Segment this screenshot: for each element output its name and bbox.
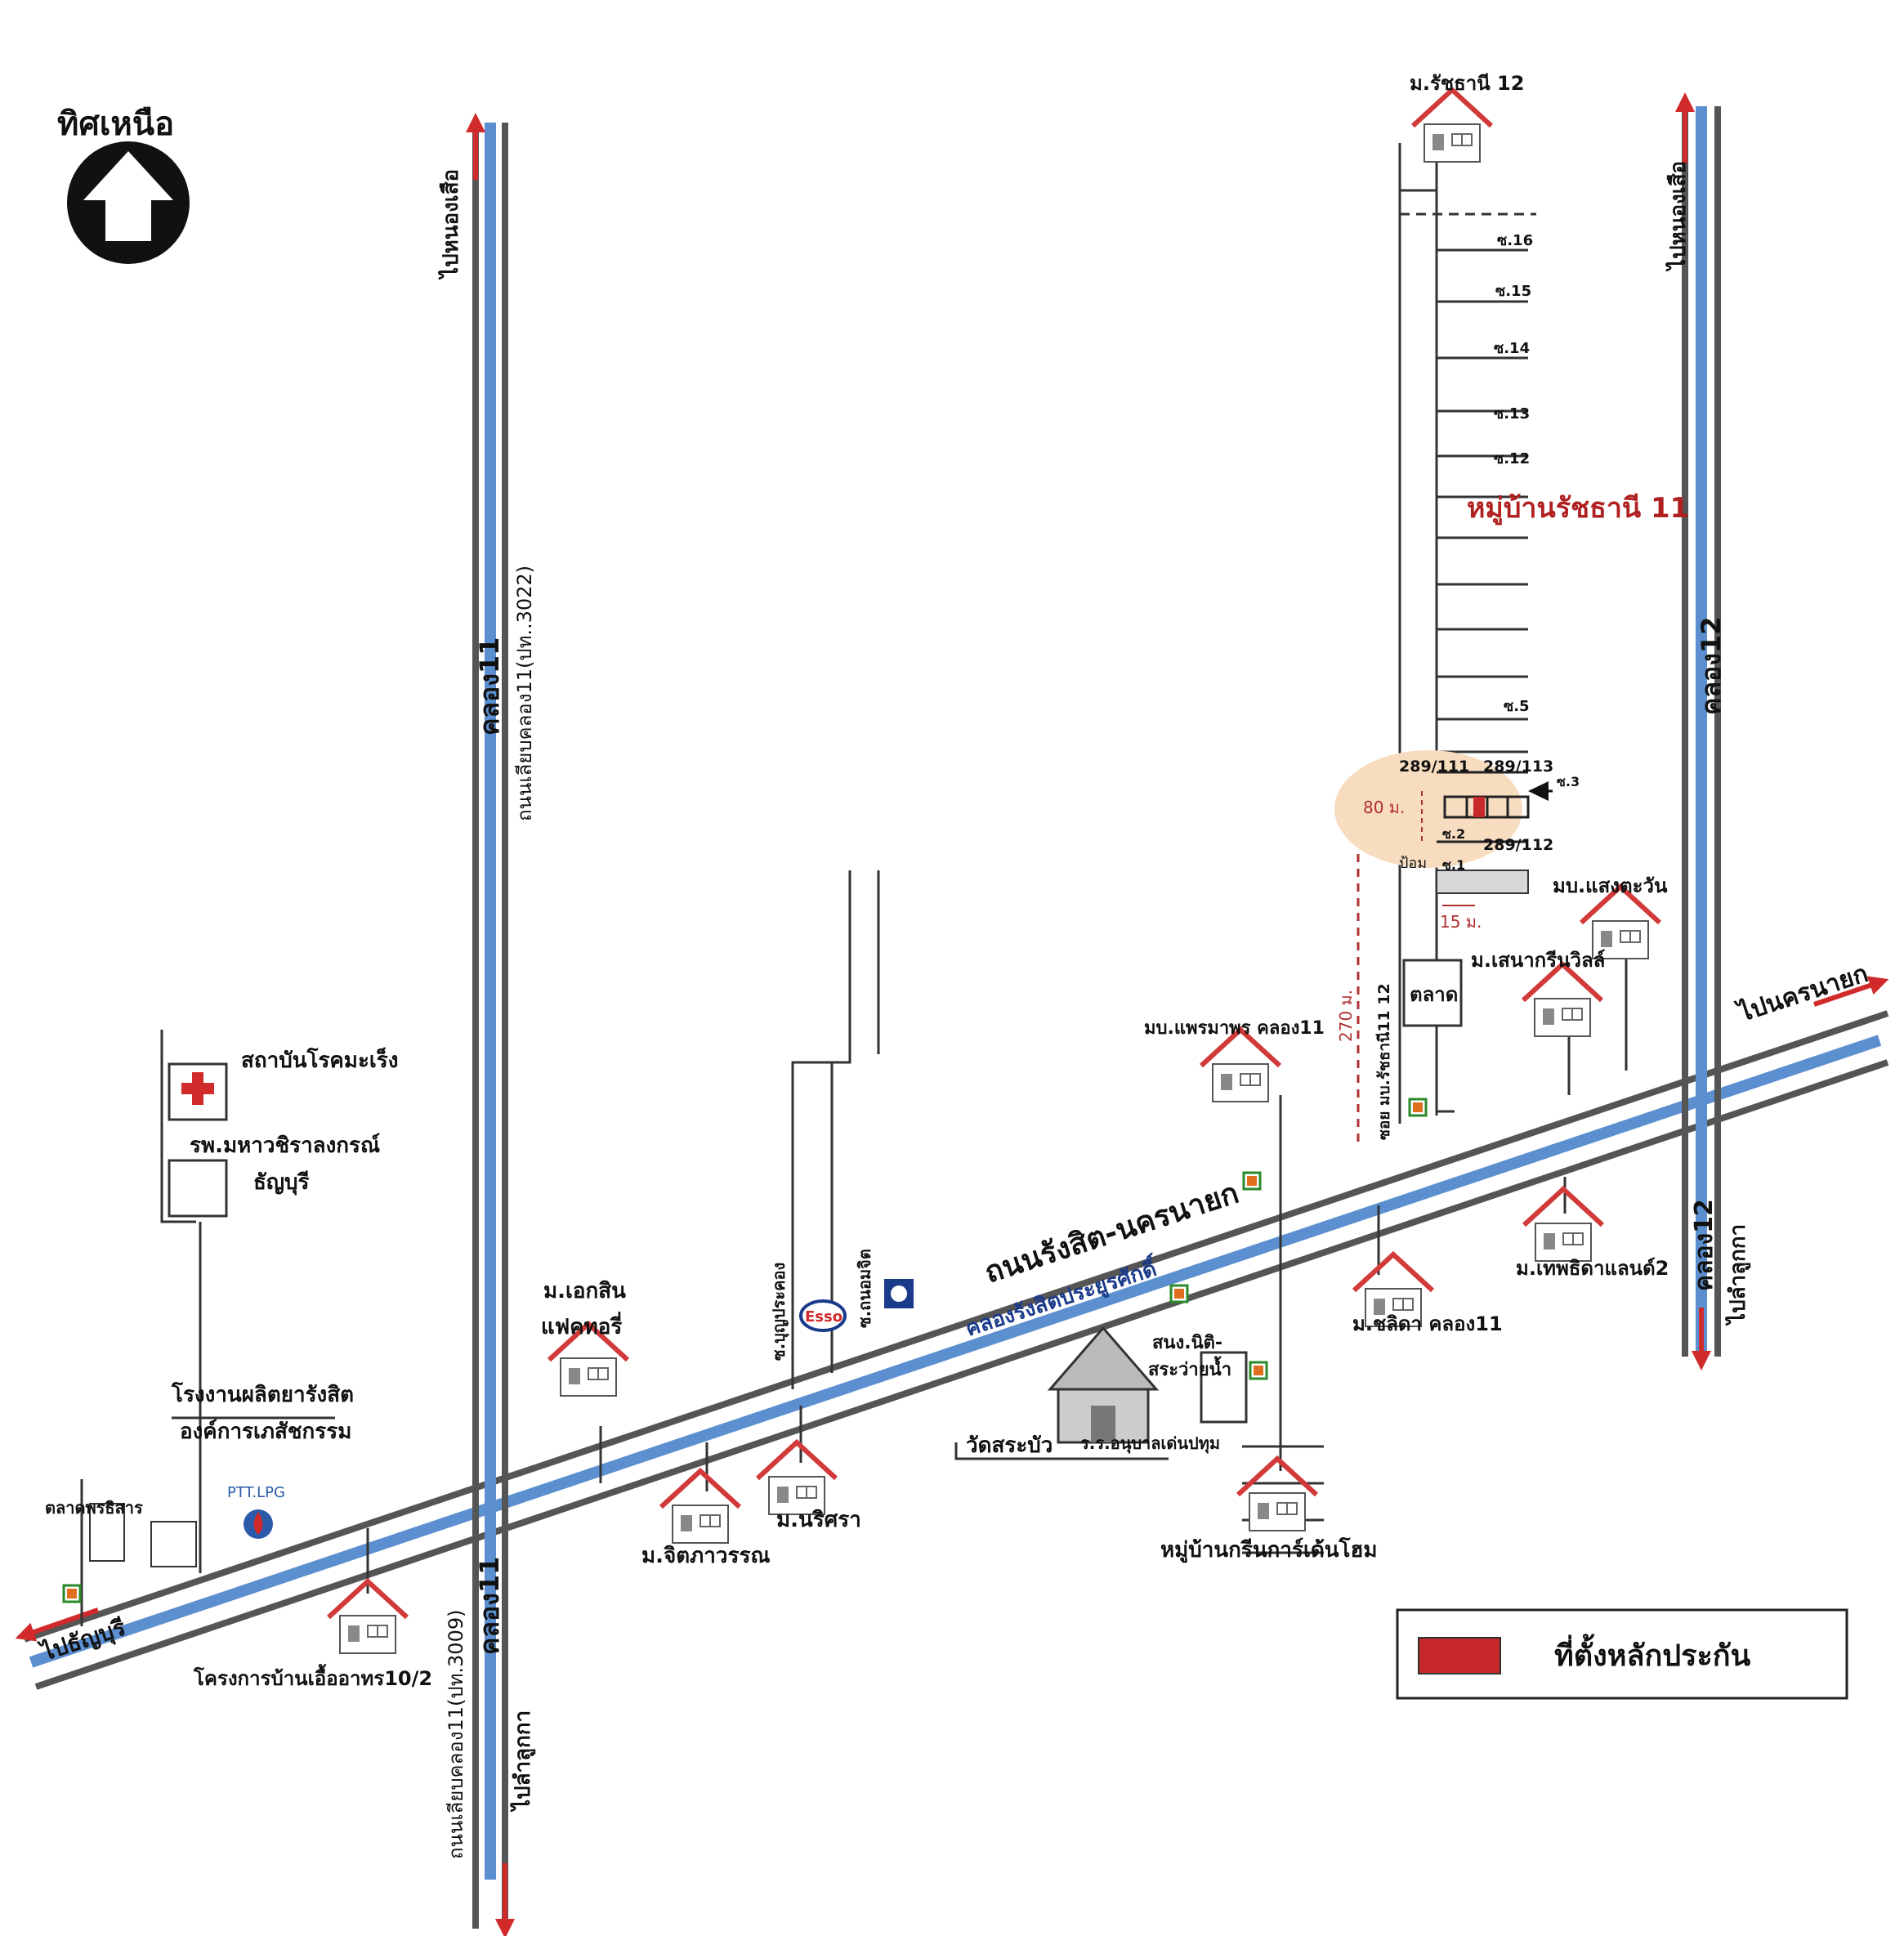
- house-icon: [1523, 964, 1602, 1036]
- store-icon: [1249, 1361, 1268, 1380]
- to-lam-luk-ka-right-label: ไปลำลูกกา: [1724, 1224, 1751, 1326]
- soi-3-label: ซ.3: [1557, 774, 1580, 789]
- ptt-label: PTT.LPG: [227, 1484, 285, 1501]
- wat-label: วัดสระบัว: [966, 1433, 1053, 1458]
- to-nong-suea-right-label: ไปหนองเสือ: [1665, 161, 1691, 272]
- plot-shaded: [1436, 870, 1529, 894]
- klong11-road-south-label: ถนนเลียบคลอง11(ปท.3009): [445, 1610, 467, 1859]
- cancer-institute-label: สถาบันโรคมะเร็ง: [241, 1047, 398, 1073]
- office-building: [1200, 1351, 1248, 1424]
- house-icon: [758, 1442, 836, 1514]
- distance-80m: 80 ม.: [1363, 798, 1405, 817]
- location-highlight: [1334, 750, 1522, 868]
- esso-label: Esso: [805, 1308, 842, 1326]
- plot-289-112: 289/112: [1483, 836, 1553, 854]
- soi-bunprakong-label: ซ.บุญประคอง: [769, 1263, 789, 1361]
- north-label: ทิศเหนือ: [57, 105, 174, 143]
- ua-project-label: โครงการบ้านเอื้ออาทร10/2: [193, 1663, 432, 1690]
- market-building: [1402, 959, 1463, 1027]
- hospital-label-2: ธัญบุรี: [253, 1170, 310, 1196]
- saengtawan-label: มบ.แสงตะวัน: [1553, 874, 1668, 897]
- klong11-road-north-label: ถนนเลียบคลอง11(ปท..3022): [513, 566, 536, 821]
- kindergarten-label: ร.ร.อนุบาลเด่นปทุม: [1080, 1433, 1220, 1454]
- klong11-label-top: คลอง11: [474, 637, 505, 736]
- distance-270m: 270 ม.: [1336, 990, 1356, 1042]
- factory-area: โรงงานผลิตยารังสิต องค์การเภสัชกรรม ตลาด…: [45, 1381, 432, 1690]
- plot-289-111: 289/111: [1399, 758, 1469, 776]
- soi-2-label: ซ.2: [1442, 826, 1465, 842]
- ratchathani-soi: ซ.16 ซ.15 ซ.14 ซ.13 ซ.12 ซ.5 289/111 289…: [1334, 143, 1689, 1148]
- soi-15-label: ซ.15: [1495, 283, 1531, 300]
- house-icon: [661, 1471, 740, 1543]
- thepthida-label: ม.เทพธิดาแลนด์2: [1516, 1257, 1669, 1280]
- green-garden-label: หมู่บ้านกรีนการ์เด้นโฮม: [1160, 1536, 1377, 1563]
- plot-289-113: 289/113: [1483, 758, 1553, 776]
- gate-label: ป้อม: [1399, 855, 1427, 872]
- soi-16-label: ซ.16: [1497, 232, 1533, 249]
- jittaphawan-label: ม.จิตภาวรรณ: [641, 1544, 771, 1568]
- ptt-icon: [244, 1509, 273, 1539]
- factory-label-1: โรงงานผลิตยารังสิต: [171, 1381, 354, 1407]
- soi-5-label: ซ.5: [1504, 698, 1530, 715]
- store-icon: [1169, 1284, 1189, 1303]
- store-icon: [1408, 1098, 1428, 1117]
- klong12-canal: [1675, 92, 1721, 1370]
- to-nong-suea-left-label: ไปหนองเสือ: [437, 169, 463, 280]
- market-left-label: ตลาดพรธิสาร: [45, 1498, 143, 1518]
- distance-15m: 15 ม.: [1440, 912, 1482, 932]
- temple-icon: [1047, 1326, 1160, 1444]
- chalida-label: ม.ชลิดา คลอง11: [1352, 1312, 1503, 1335]
- red-cross-icon: [181, 1072, 214, 1105]
- esso-icon: Esso: [799, 1299, 847, 1332]
- legend-swatch: [1418, 1637, 1501, 1674]
- hospital-area: สถาบันโรคมะเร็ง รพ.มหาวชิราลงกรณ์ ธัญบุร…: [168, 1047, 398, 1218]
- hospital-label-1: รพ.มหาวชิราลงกรณ์: [190, 1133, 380, 1158]
- klong11-label-bottom: คลอง11: [474, 1557, 505, 1655]
- store-icon: [1242, 1171, 1262, 1191]
- soi-14-label: ซ.14: [1494, 340, 1530, 357]
- north-arrow-icon: [67, 141, 190, 264]
- north-indicator: ทิศเหนือ: [57, 105, 190, 264]
- house-icon: [1581, 887, 1660, 959]
- klong12-label-bottom: คลอง12: [1690, 1199, 1719, 1291]
- factory-label-2: องค์การเภสัชกรรม: [180, 1419, 351, 1444]
- klong12-label-top: คลอง12: [1696, 617, 1727, 715]
- house-icon: [1238, 1459, 1316, 1531]
- legend-label: ที่ตั้งหลักประกัน: [1554, 1634, 1751, 1673]
- main-road: [15, 976, 1889, 1690]
- water-label-1: สนง.นิติ-: [1152, 1333, 1222, 1353]
- klong11-canal: [466, 113, 515, 1936]
- to-lam-luk-ka-left-label: ไปลำลูกกา: [509, 1710, 536, 1813]
- soi-thanomchit-label: ซ.ถนอมจิต: [855, 1249, 874, 1328]
- ratchathani11-label: หมู่บ้านรัชธานี 11: [1467, 492, 1689, 525]
- soi-13-label: ซ.13: [1494, 405, 1530, 423]
- house-icon: [1524, 1189, 1602, 1261]
- narissara-label: ม.นริศรา: [776, 1508, 861, 1532]
- soi-ratchathani-label: ซอย มบ.รัชธานี11 12: [1375, 983, 1393, 1140]
- store-icon: [62, 1584, 82, 1603]
- sena-label: ม.เสนากรีนวิลล์: [1471, 949, 1605, 972]
- talat-label: ตลาด: [1410, 983, 1458, 1006]
- house-icon: [1201, 1030, 1280, 1102]
- bank-icon: [884, 1279, 914, 1308]
- collateral-plot: [1473, 797, 1485, 817]
- ratchathani12-label: ม.รัชธานี 12: [1410, 72, 1524, 95]
- soi-1-label: ซ.1: [1442, 857, 1465, 873]
- ekasin-label-2: แฟคทอรี่: [541, 1311, 622, 1339]
- water-label-2: สระว่ายน้ำ: [1148, 1356, 1231, 1380]
- soi-12-label: ซ.12: [1494, 450, 1530, 467]
- house-icon: [1413, 90, 1491, 162]
- phraemaphon-label: มบ.แพรมาพร คลอง11: [1144, 1018, 1325, 1039]
- ekasin-label-1: ม.เอกสิน: [543, 1279, 626, 1303]
- legend: ที่ตั้งหลักประกัน: [1396, 1608, 1848, 1700]
- side-roads: [80, 870, 1628, 1626]
